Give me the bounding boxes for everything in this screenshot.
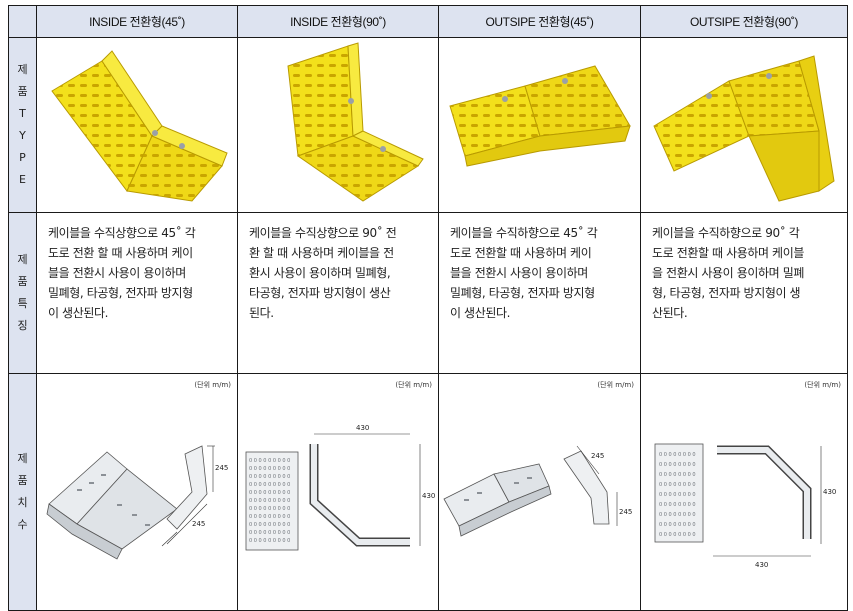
svg-text:0 0 0 0 0 0 0 0: 0 0 0 0 0 0 0 0 [659,462,696,468]
svg-text:0 0 0 0 0 0 0 0 0: 0 0 0 0 0 0 0 0 0 [249,490,290,496]
svg-text:0 0 0 0 0 0 0 0 0: 0 0 0 0 0 0 0 0 0 [249,474,290,480]
drawing-outside-90: 0 0 0 0 0 0 0 0 0 0 0 0 0 0 0 0 0 0 0 0 0… [654,443,836,569]
row-label-feature: 제 품 특 징 [8,212,37,374]
tray-inside-90-image [287,41,424,202]
svg-text:0 0 0 0 0 0 0 0 0: 0 0 0 0 0 0 0 0 0 [249,482,290,488]
dim-label: 430 [422,492,435,500]
feature-inside-45: 케이블을 수직상향으로 45˚ 각 도로 전환 할 때 사용하며 케이 블을 전… [36,212,238,374]
dim-label: 430 [356,424,369,432]
tray-inside-45-image [51,49,228,202]
header-inside-45: INSIDE 전환형(45˚) [36,5,238,38]
tray-outside-90-image [653,54,835,202]
type-row: 제 품 T Y P E [8,37,848,213]
svg-text:0 0 0 0 0 0 0 0: 0 0 0 0 0 0 0 0 [659,522,696,528]
svg-text:0 0 0 0 0 0 0 0: 0 0 0 0 0 0 0 0 [659,472,696,478]
svg-text:0 0 0 0 0 0 0 0 0: 0 0 0 0 0 0 0 0 0 [249,458,290,464]
feature-outside-90: 케이블을 수직하향으로 90˚ 각 도로 전환할 때 사용하며 케이블 을 전환… [640,212,848,374]
dimension-outside-90: (단위 m/m) 0 0 0 0 0 0 0 0 0 0 0 0 0 0 0 0 … [640,373,848,611]
header-outside-45: OUTSIPE 전환형(45˚) [438,5,641,38]
unit-label: (단위 m/m) [804,381,841,389]
feature-inside-90: 케이블을 수직상향으로 90˚ 전 환 할 때 사용하며 케이블을 전 환시 사… [237,212,439,374]
dimension-row: 제 품 치 수 (단위 m/m) [8,373,848,611]
svg-text:0 0 0 0 0 0 0 0 0: 0 0 0 0 0 0 0 0 0 [249,498,290,504]
svg-text:0 0 0 0 0 0 0 0: 0 0 0 0 0 0 0 0 [659,502,696,508]
header-row: INSIDE 전환형(45˚) INSIDE 전환형(90˚) OUTSIPE … [8,5,848,38]
dimension-outside-45: (단위 m/m) 245 245 [438,373,641,611]
dim-label: 245 [192,520,205,528]
photo-inside-45 [36,37,238,213]
photo-outside-45 [438,37,641,213]
unit-label: (단위 m/m) [194,381,231,389]
drawing-outside-45: 245 245 [443,445,632,537]
row-label-dimension: 제 품 치 수 [8,373,37,611]
svg-text:0 0 0 0 0 0 0 0 0: 0 0 0 0 0 0 0 0 0 [249,466,290,472]
svg-text:0 0 0 0 0 0 0 0 0: 0 0 0 0 0 0 0 0 0 [249,514,290,520]
svg-text:0 0 0 0 0 0 0 0: 0 0 0 0 0 0 0 0 [659,492,696,498]
header-outside-90: OUTSIPE 전환형(90˚) [640,5,848,38]
photo-outside-90 [640,37,848,213]
product-spec-table: INSIDE 전환형(45˚) INSIDE 전환형(90˚) OUTSIPE … [8,5,848,611]
svg-text:0 0 0 0 0 0 0 0 0: 0 0 0 0 0 0 0 0 0 [249,506,290,512]
dim-label: 430 [823,488,836,496]
svg-text:0 0 0 0 0 0 0 0: 0 0 0 0 0 0 0 0 [659,482,696,488]
dim-label: 245 [215,464,228,472]
svg-text:0 0 0 0 0 0 0 0 0: 0 0 0 0 0 0 0 0 0 [249,538,290,544]
header-inside-90: INSIDE 전환형(90˚) [237,5,439,38]
unit-label: (단위 m/m) [395,381,432,389]
feature-outside-45: 케이블을 수직하향으로 45˚ 각 도로 전환할 때 사용하며 케이 블을 전환… [438,212,641,374]
svg-text:0 0 0 0 0 0 0 0: 0 0 0 0 0 0 0 0 [659,532,696,538]
feature-row: 제 품 특 징 케이블을 수직상향으로 45˚ 각 도로 전환 할 때 사용하며… [8,212,848,374]
dimension-inside-45: (단위 m/m) 245 245 [36,373,238,611]
drawing-inside-45: 245 245 [46,445,228,560]
dim-label: 430 [755,561,768,569]
dim-label: 245 [591,452,604,460]
row-label-type: 제 품 T Y P E [8,37,37,213]
svg-text:0 0 0 0 0 0 0 0 0: 0 0 0 0 0 0 0 0 0 [249,530,290,536]
drawing-inside-90: 0 0 0 0 0 0 0 0 0 0 0 0 0 0 0 0 0 0 0 0 0… [245,424,435,551]
header-corner [8,5,37,38]
dim-label: 245 [619,508,632,516]
svg-text:0 0 0 0 0 0 0 0: 0 0 0 0 0 0 0 0 [659,512,696,518]
unit-label: (단위 m/m) [597,381,634,389]
svg-text:0 0 0 0 0 0 0 0: 0 0 0 0 0 0 0 0 [659,452,696,458]
tray-outside-45-image [448,64,631,167]
svg-text:0 0 0 0 0 0 0 0 0: 0 0 0 0 0 0 0 0 0 [249,522,290,528]
photo-inside-90 [237,37,439,213]
